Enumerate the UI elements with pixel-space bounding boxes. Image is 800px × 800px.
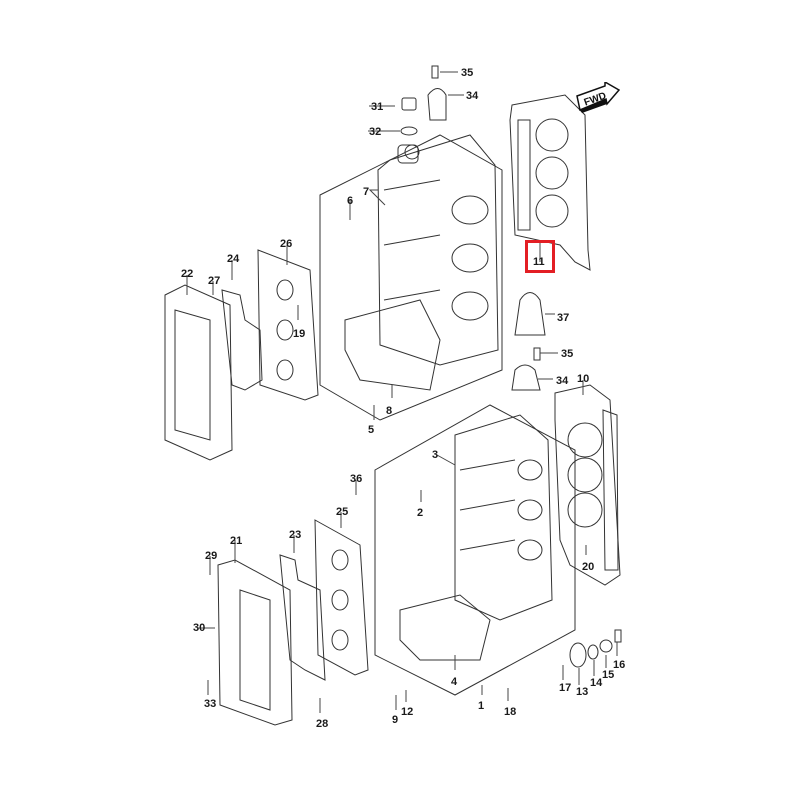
thermostat-gasket [587,644,599,660]
callout-4: 4 [451,676,458,688]
lower-head-group-outline [374,404,576,696]
plug-hole-gasket-lower [314,519,369,676]
callout-35b: 35 [561,348,574,360]
callout-16: 16 [613,659,626,671]
callout-10: 10 [577,373,590,385]
callout-2: 2 [417,507,424,519]
callout-36: 36 [350,473,363,485]
callout-24: 24 [227,253,240,265]
head-gasket-lower [554,384,621,586]
bolt-lower [533,347,541,361]
forward-direction-arrow-icon: FWD [576,82,620,113]
callout-19: 19 [293,328,306,340]
callout-17: 17 [559,682,572,694]
callout-11: 11 [533,256,545,268]
plug-hole-gasket-upper [257,249,319,401]
callout-21: 21 [230,535,243,547]
callout-26: 26 [280,238,293,250]
cylinder-head-cover-lower [217,559,293,726]
cover-gasket-upper [221,289,263,391]
callout-3: 3 [432,449,439,461]
callout-9: 9 [392,714,399,726]
callout-29: 29 [205,550,218,562]
callout-7: 7 [363,186,370,198]
thermostat-cover [569,642,587,668]
callout-37: 37 [557,312,570,324]
oil-filler-cap [401,97,417,111]
callout-12: 12 [401,706,414,718]
lifting-bracket-top [427,88,447,121]
callout-15: 15 [602,669,615,681]
callout-14: 14 [590,677,603,689]
upper-cylinder-head [344,134,499,391]
o-ring [400,126,418,136]
head-gasket-upper [509,94,591,271]
thermostat-bolt [614,629,622,643]
callout-28: 28 [316,718,329,730]
thermostat [599,639,613,653]
callout-20: 20 [582,561,595,573]
bolt-top [431,65,439,79]
callout-34a: 34 [466,90,479,102]
callout-27: 27 [208,275,221,287]
callout-13: 13 [576,686,589,698]
callout-34b: 34 [556,375,569,387]
callout-30: 30 [193,622,206,634]
upper-head-group-outline [319,134,503,421]
callout-22: 22 [181,268,194,280]
cylinder-head-cover-upper [164,284,233,461]
cover-gasket-lower [279,554,326,681]
callout-5: 5 [368,424,375,436]
callout-23: 23 [289,529,302,541]
callout-33: 33 [204,698,217,710]
callout-35a: 35 [461,67,474,79]
callout-8: 8 [386,405,393,417]
lifting-bracket-37 [514,292,546,336]
highlighted-part-box [525,240,555,273]
callout-1: 1 [478,700,485,712]
lower-cylinder-head [399,414,553,661]
lifting-bracket-lower [511,364,541,391]
callout-31: 31 [371,101,384,113]
callout-18: 18 [504,706,517,718]
callout-6: 6 [347,195,354,207]
callout-32: 32 [369,126,382,138]
callout-25: 25 [336,506,349,518]
